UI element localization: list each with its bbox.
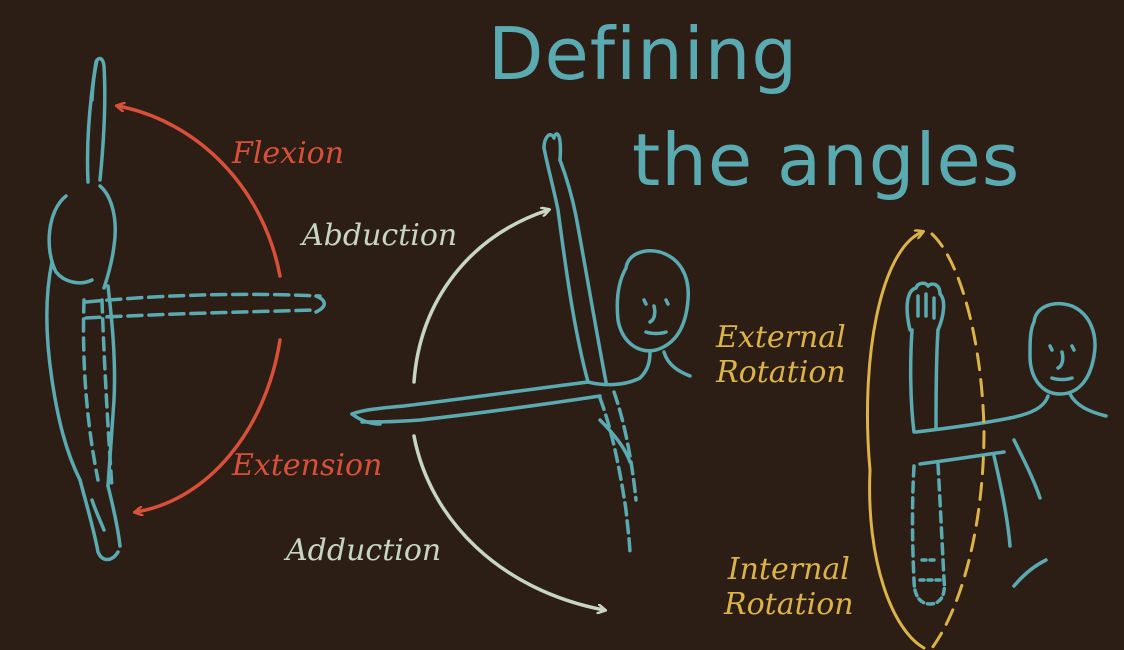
extension-arrow (136, 340, 280, 512)
flexion-arrow (118, 106, 280, 276)
internal-rotation-line-1: Internal (724, 552, 854, 587)
internal-rotation-label: Internal Rotation (724, 552, 854, 623)
external-rotation-label: External Rotation (716, 320, 846, 391)
external-rotation-arrow (867, 232, 922, 470)
extension-label: Extension (232, 448, 382, 483)
external-rotation-line-2: Rotation (716, 355, 846, 390)
internal-rotation-arc (870, 470, 924, 648)
flexion-label: Flexion (232, 136, 344, 171)
abduction-label: Abduction (302, 218, 457, 253)
rotation-figure (907, 283, 1106, 604)
internal-rotation-line-2: Rotation (724, 587, 854, 622)
external-rotation-line-1: External (716, 320, 846, 355)
adduction-label: Adduction (286, 533, 441, 568)
title-line-2: the angles (632, 124, 1020, 196)
title-line-1: Defining (488, 18, 798, 90)
adduction-arrow (414, 436, 604, 610)
